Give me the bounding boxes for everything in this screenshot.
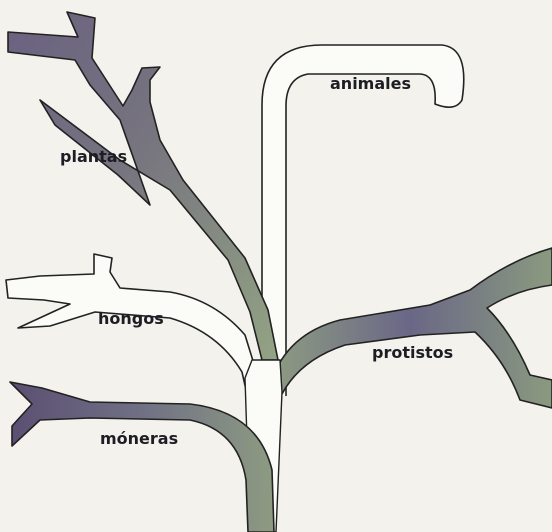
label-moneras: móneras: [100, 429, 178, 448]
label-hongos: hongos: [98, 309, 164, 328]
label-plantas: plantas: [60, 147, 127, 166]
moneras-branch: [10, 382, 274, 532]
label-animales: animales: [330, 74, 411, 93]
label-protistos: protistos: [372, 343, 453, 362]
protistos-branch: [268, 248, 552, 408]
